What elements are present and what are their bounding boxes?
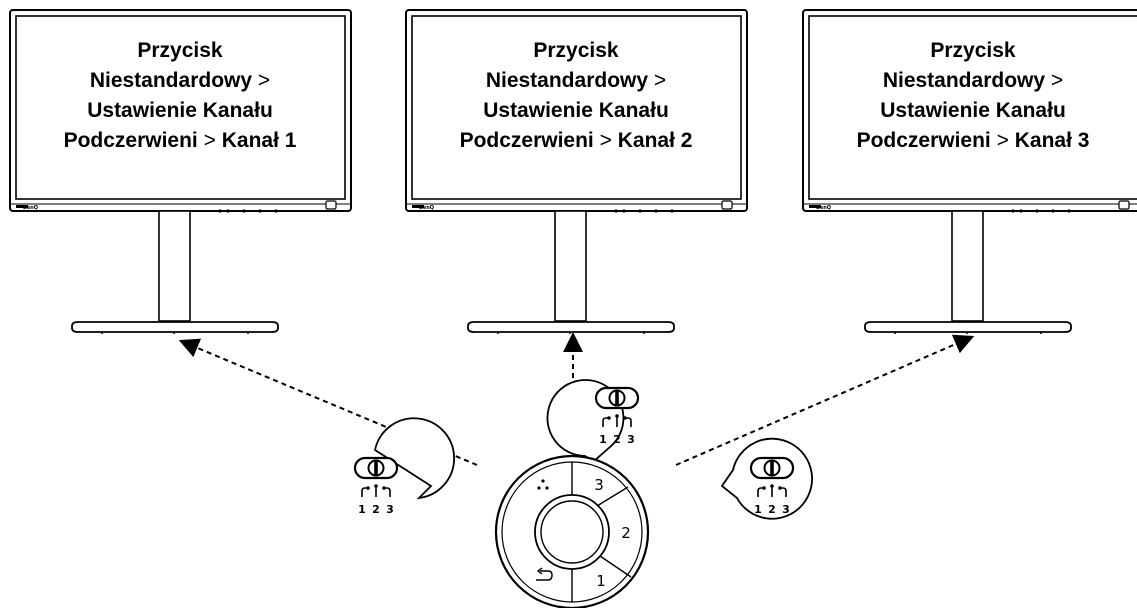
switch-bubble-channel-1: 1 2 3 bbox=[353, 417, 456, 516]
separator: > bbox=[1050, 69, 1064, 92]
switch-label-3: 3 bbox=[782, 503, 790, 516]
monitor-2-screen-text: Przycisk Niestandardowy > Ustawienie Kan… bbox=[426, 36, 726, 156]
switch-label-2: 2 bbox=[768, 503, 776, 516]
monitor-2: BenQ bbox=[405, 9, 748, 335]
monitor-1: BenQ bbox=[9, 9, 352, 335]
switch-bubble-channel-3: 1 2 3 bbox=[720, 437, 813, 520]
monitor-3: BenQ bbox=[802, 9, 1137, 335]
switch-label-3: 3 bbox=[627, 433, 635, 446]
screen-line-2: Niestandardowy bbox=[89, 69, 253, 92]
monitor-1-screen-text: Przycisk Niestandardowy > Ustawienie Kan… bbox=[30, 36, 330, 156]
separator: > bbox=[653, 69, 667, 92]
screen-line-1: Przycisk bbox=[137, 39, 223, 62]
brand-logo: BenQ bbox=[816, 205, 831, 211]
brand-logo: BenQ bbox=[419, 205, 434, 211]
screen-line-3: Ustawienie Kanału bbox=[483, 99, 669, 122]
screen-line-1: Przycisk bbox=[930, 39, 1016, 62]
screen-line-4b: Kanał 1 bbox=[221, 129, 297, 152]
remote-dial: 3 2 1 bbox=[494, 454, 650, 608]
screen-line-2: Niestandardowy bbox=[485, 69, 649, 92]
separator: > bbox=[257, 69, 271, 92]
screen-line-4b: Kanał 2 bbox=[617, 129, 693, 152]
switch-label-1: 1 bbox=[599, 433, 607, 446]
separator: > bbox=[599, 129, 612, 152]
switch-label-1: 1 bbox=[358, 503, 366, 516]
monitor-3-screen-text: Przycisk Niestandardowy > Ustawienie Kan… bbox=[823, 36, 1123, 156]
screen-line-4a: Podczerwieni bbox=[459, 129, 594, 152]
screen-line-3: Ustawienie Kanału bbox=[87, 99, 273, 122]
dial-button-2: 2 bbox=[621, 524, 631, 542]
screen-line-4b: Kanał 3 bbox=[1014, 129, 1090, 152]
brand-logo: BenQ bbox=[23, 205, 38, 211]
separator: > bbox=[203, 129, 216, 152]
screen-line-4a: Podczerwieni bbox=[856, 129, 991, 152]
switch-bubble-channel-2: 1 2 3 bbox=[546, 379, 640, 463]
screen-line-4a: Podczerwieni bbox=[63, 129, 198, 152]
screen-line-1: Przycisk bbox=[533, 39, 619, 62]
dial-button-1: 1 bbox=[596, 572, 606, 590]
separator: > bbox=[996, 129, 1009, 152]
screen-line-3: Ustawienie Kanału bbox=[880, 99, 1066, 122]
switch-label-2: 2 bbox=[372, 503, 380, 516]
switch-label-1: 1 bbox=[754, 503, 762, 516]
switch-label-2: 2 bbox=[613, 433, 621, 446]
switch-label-3: 3 bbox=[386, 503, 394, 516]
dial-button-3: 3 bbox=[594, 476, 604, 494]
screen-line-2: Niestandardowy bbox=[882, 69, 1046, 92]
arrow-to-monitor-3 bbox=[675, 334, 975, 466]
arrow-to-monitor-1 bbox=[178, 338, 478, 466]
